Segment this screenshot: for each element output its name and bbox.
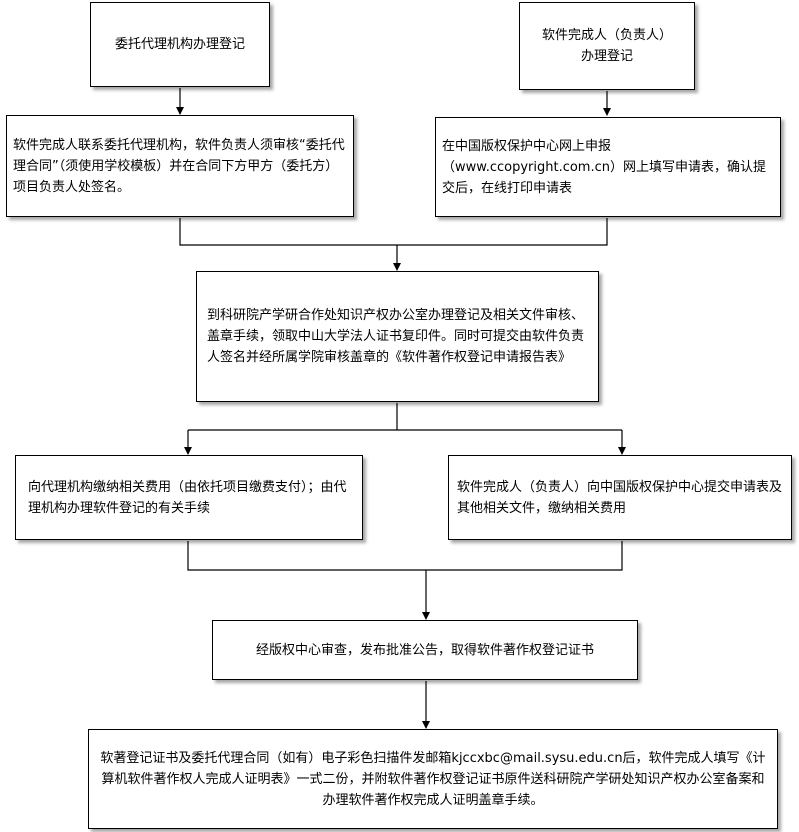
research-office-text: 到科研院产学研合作处知识产权办公室办理登记及相关文件审核、盖章手续，领取中山大学… <box>207 308 585 365</box>
agent-fee-text: 向代理机构缴纳相关费用（由依托项目缴费支付）；由代理机构办理软件登记的有关手续 <box>28 479 347 516</box>
self-fee-text: 软件完成人（负责人）向中国版权保护中心提交申请表及其他相关文件，缴纳相关费用 <box>457 479 783 516</box>
self-register-box: 软件完成人（负责人） 办理登记 <box>519 2 695 90</box>
review-text: 经版权中心审查，发布批准公告，取得软件著作权登记证书 <box>255 642 594 658</box>
online-apply-text: 在中国版权保护中心网上申报（www.ccopyright.com.cn）网上填写… <box>442 138 766 196</box>
entrust-register-box: 委托代理机构办理登记 <box>90 2 270 87</box>
final-box: 软著登记证书及委托代理合同（如有）电子彩色扫描件发邮箱kjccxbc@mail.… <box>88 729 778 829</box>
agent-contract-box: 软件完成人联系委托代理机构，软件负责人须审核“委托代理合同”（须使用学校模板）并… <box>6 115 354 217</box>
self-register-text-line2: 办理登记 <box>580 49 633 64</box>
review-box: 经版权中心审查，发布批准公告，取得软件著作权登记证书 <box>212 620 638 680</box>
self-register-text-line1: 软件完成人（负责人） <box>541 28 672 43</box>
agent-contract-text: 软件完成人联系委托代理机构，软件负责人须审核“委托代理合同”（须使用学校模板）并… <box>13 137 345 195</box>
self-fee-box: 软件完成人（负责人）向中国版权保护中心提交申请表及其他相关文件，缴纳相关费用 <box>448 455 792 540</box>
agent-fee-box: 向代理机构缴纳相关费用（由依托项目缴费支付）；由代理机构办理软件登记的有关手续 <box>15 455 363 540</box>
online-apply-box: 在中国版权保护中心网上申报（www.ccopyright.com.cn）网上填写… <box>435 117 781 217</box>
merge-line-bottom <box>187 541 623 571</box>
research-office-box: 到科研院产学研合作处知识产权办公室办理登记及相关文件审核、盖章手续，领取中山大学… <box>196 271 599 402</box>
merge-line-top <box>179 218 608 246</box>
final-text: 软著登记证书及委托代理合同（如有）电子彩色扫描件发邮箱kjccxbc@mail.… <box>100 750 766 808</box>
entrust-register-text: 委托代理机构办理登记 <box>114 37 245 52</box>
